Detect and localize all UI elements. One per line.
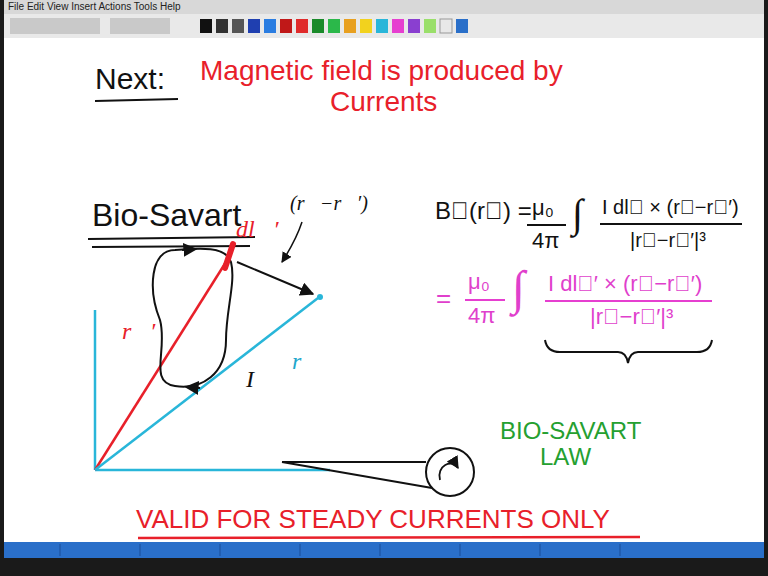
fraction-bar xyxy=(465,299,505,301)
vector-label: (r⃗−r⃗′) xyxy=(290,192,368,214)
section-heading: Bio-Savart xyxy=(92,198,241,233)
underbrace xyxy=(545,340,712,363)
equation-term: = xyxy=(436,284,451,313)
equation-term: μ₀ xyxy=(532,196,554,220)
current-label: I xyxy=(246,366,254,392)
current-direction-arrow xyxy=(182,249,196,250)
current-direction-arrow xyxy=(186,387,200,388)
separation-vector xyxy=(237,262,313,294)
coordinate-axes xyxy=(95,310,330,470)
law-name: BIO-SAVART LAW xyxy=(500,418,680,471)
title-prefix: Next: xyxy=(95,62,165,95)
menu-text: File Edit View Insert Actions Tools Help xyxy=(8,1,181,12)
equation-term: 4π xyxy=(532,229,559,253)
toolbar xyxy=(4,14,764,38)
vector-label: r⃗′ xyxy=(122,318,155,344)
fraction-bar xyxy=(600,223,742,225)
taskbar-ticks xyxy=(60,544,620,556)
vector-label: dl⃗′ xyxy=(236,216,279,242)
fraction-bar xyxy=(527,224,566,226)
leader-line xyxy=(282,222,302,262)
heading-underline xyxy=(92,246,250,247)
equation-term: I dl⃗ × (r⃗−r⃗′) xyxy=(602,196,739,218)
title-text: Magnetic field is produced by Currents xyxy=(200,56,650,118)
note-underline xyxy=(138,537,640,538)
integral-sign: ∫ xyxy=(572,192,583,236)
equation-term: 4π xyxy=(468,304,495,328)
taskbar xyxy=(4,542,764,558)
equation-term: I dl⃗′ × (r⃗−r⃗′) xyxy=(548,272,702,296)
equation-term: |r⃗−r⃗′|³ xyxy=(590,305,673,329)
slide-page xyxy=(4,38,764,542)
equation-term: μ₀ xyxy=(468,270,490,294)
current-element xyxy=(225,244,233,268)
fraction-bar xyxy=(545,300,712,302)
heading-underline xyxy=(88,237,255,239)
magnified-current-arrow xyxy=(439,464,458,480)
title-underline xyxy=(95,99,178,101)
equation-term: B⃗(r⃗) = xyxy=(435,198,532,224)
zoom-line xyxy=(282,461,426,463)
toolbar-swatches xyxy=(10,18,468,34)
equation-term: |r⃗−r⃗′|³ xyxy=(630,229,706,251)
menu-bar xyxy=(4,0,764,14)
validity-note: VALID FOR STEADY CURRENTS ONLY xyxy=(136,505,610,534)
field-point xyxy=(317,294,323,300)
vector-label: r⃗ xyxy=(292,348,320,374)
integral-sign: ∫ xyxy=(512,262,525,315)
current-loop xyxy=(153,249,233,387)
magnified-element xyxy=(426,448,474,496)
zoom-line xyxy=(282,462,432,488)
field-position-vector xyxy=(95,298,318,470)
